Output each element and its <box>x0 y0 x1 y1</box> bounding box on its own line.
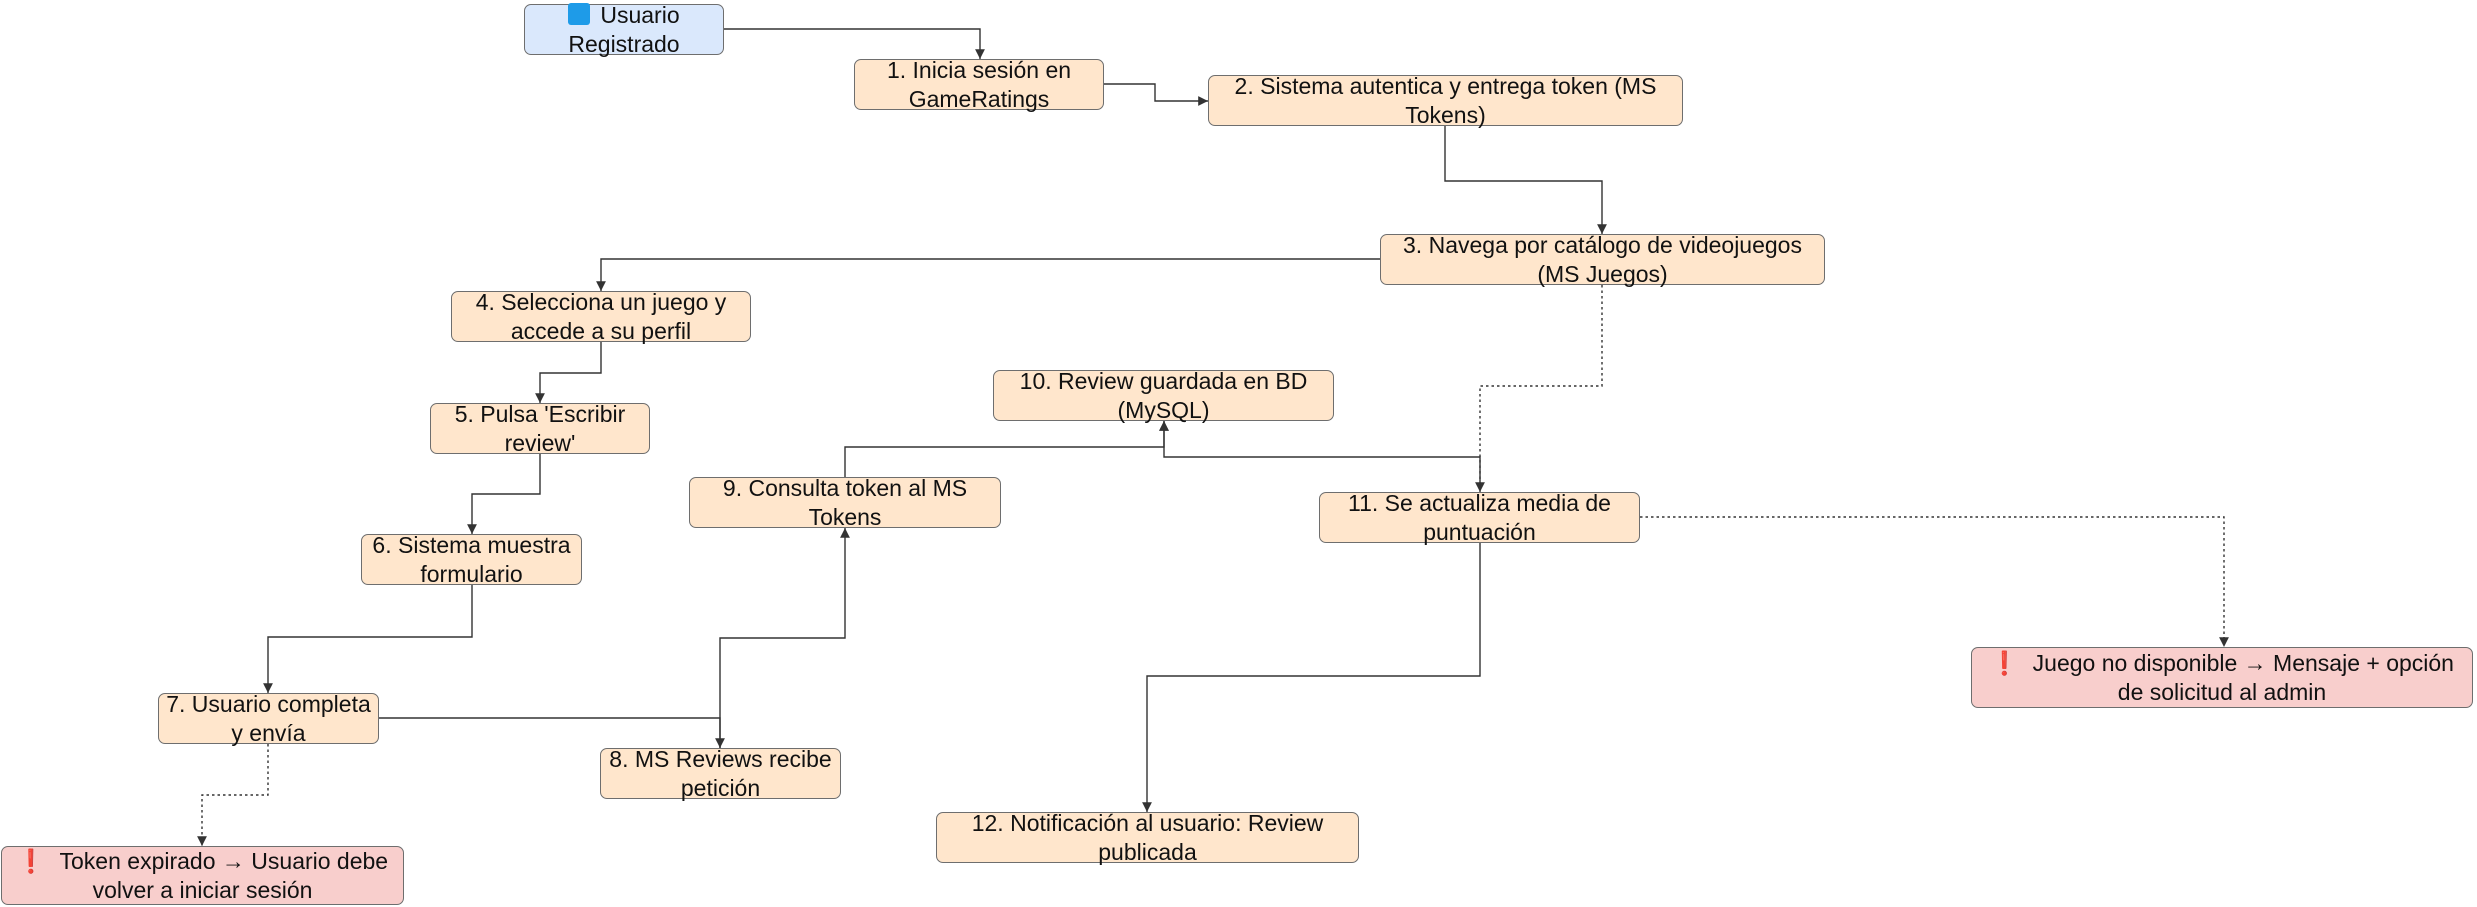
exclamation-icon: ❗ <box>1990 649 2019 676</box>
connector-n3-to-n4 <box>596 258 1380 291</box>
step-11-label: 11. Se actualiza media de puntuación <box>1348 489 1611 545</box>
step-6-muestra-formulario: 6. Sistema muestra formulario <box>361 532 582 587</box>
step-3-label: 3. Navega por catálogo de videojuegos (M… <box>1403 231 1802 287</box>
start-node-usuario-registrado: Usuario Registrado <box>524 1 724 57</box>
step-12-notificacion: 12. Notificación al usuario: Review publ… <box>936 810 1359 865</box>
start-node-label: Usuario Registrado <box>568 1 680 57</box>
connector-n7-to-err_token <box>197 744 269 846</box>
step-8-ms-reviews: 8. MS Reviews recibe petición <box>600 746 841 801</box>
step-10-review-guardada: 10. Review guardada en BD (MySQL) <box>993 368 1334 423</box>
connector-n11-to-n10 <box>1159 421 1481 492</box>
connector-n11-to-n12 <box>1142 543 1481 812</box>
step-10-label: 10. Review guardada en BD (MySQL) <box>1019 367 1308 423</box>
error-game-label: Juego no disponible → Mensaje + opción d… <box>2032 649 2454 705</box>
step-1-inicia-sesion: 1. Inicia sesión en GameRatings <box>854 57 1104 112</box>
connector-n3-to-n11 <box>1475 285 1603 492</box>
step-9-consulta-token: 9. Consulta token al MS Tokens <box>689 475 1001 530</box>
step-8-label: 8. MS Reviews recibe petición <box>609 745 832 801</box>
error-token-label: Token expirado → Usuario debe volver a i… <box>59 847 389 903</box>
step-2-label: 2. Sistema autentica y entrega token (MS… <box>1234 72 1657 128</box>
step-6-label: 6. Sistema muestra formulario <box>372 531 571 587</box>
step-2-autentica-token: 2. Sistema autentica y entrega token (MS… <box>1208 73 1683 128</box>
connector-n9-to-n10 <box>844 421 1169 477</box>
exclamation-icon: ❗ <box>16 847 46 874</box>
blue-square-icon <box>568 2 591 25</box>
step-7-completa-envia: 7. Usuario completa y envía <box>158 691 379 746</box>
step-11-actualiza-media: 11. Se actualiza media de puntuación <box>1319 490 1640 545</box>
step-4-label: 4. Selecciona un juego y accede a su per… <box>475 288 727 344</box>
step-4-selecciona-juego: 4. Selecciona un juego y accede a su per… <box>451 289 751 344</box>
step-7-label: 7. Usuario completa y envía <box>166 690 371 746</box>
error-token-expirado: ❗ Token expirado → Usuario debe volver a … <box>1 846 404 905</box>
connector-n5-to-n6 <box>467 454 541 534</box>
connector-n4-to-n5 <box>535 342 602 403</box>
step-1-label: 1. Inicia sesión en GameRatings <box>886 56 1072 112</box>
connector-start-to-n1 <box>724 28 985 59</box>
connector-n8-to-n9 <box>719 528 850 748</box>
connector-n6-to-n7 <box>263 585 473 693</box>
step-5-label: 5. Pulsa 'Escribir review' <box>454 400 626 456</box>
connector-n7-to-n8 <box>379 717 725 748</box>
step-5-pulsa-escribir-review: 5. Pulsa 'Escribir review' <box>430 401 650 456</box>
step-12-label: 12. Notificación al usuario: Review publ… <box>971 809 1324 865</box>
step-9-label: 9. Consulta token al MS Tokens <box>722 474 968 530</box>
step-3-navega-catalogo: 3. Navega por catálogo de videojuegos (M… <box>1380 232 1825 287</box>
error-juego-no-disponible: ❗ Juego no disponible → Mensaje + opción … <box>1971 647 2473 708</box>
connector-n2-to-n3 <box>1444 126 1607 234</box>
connector-n11-to-err_game <box>1640 516 2229 647</box>
connector-n1-to-n2 <box>1104 83 1208 106</box>
